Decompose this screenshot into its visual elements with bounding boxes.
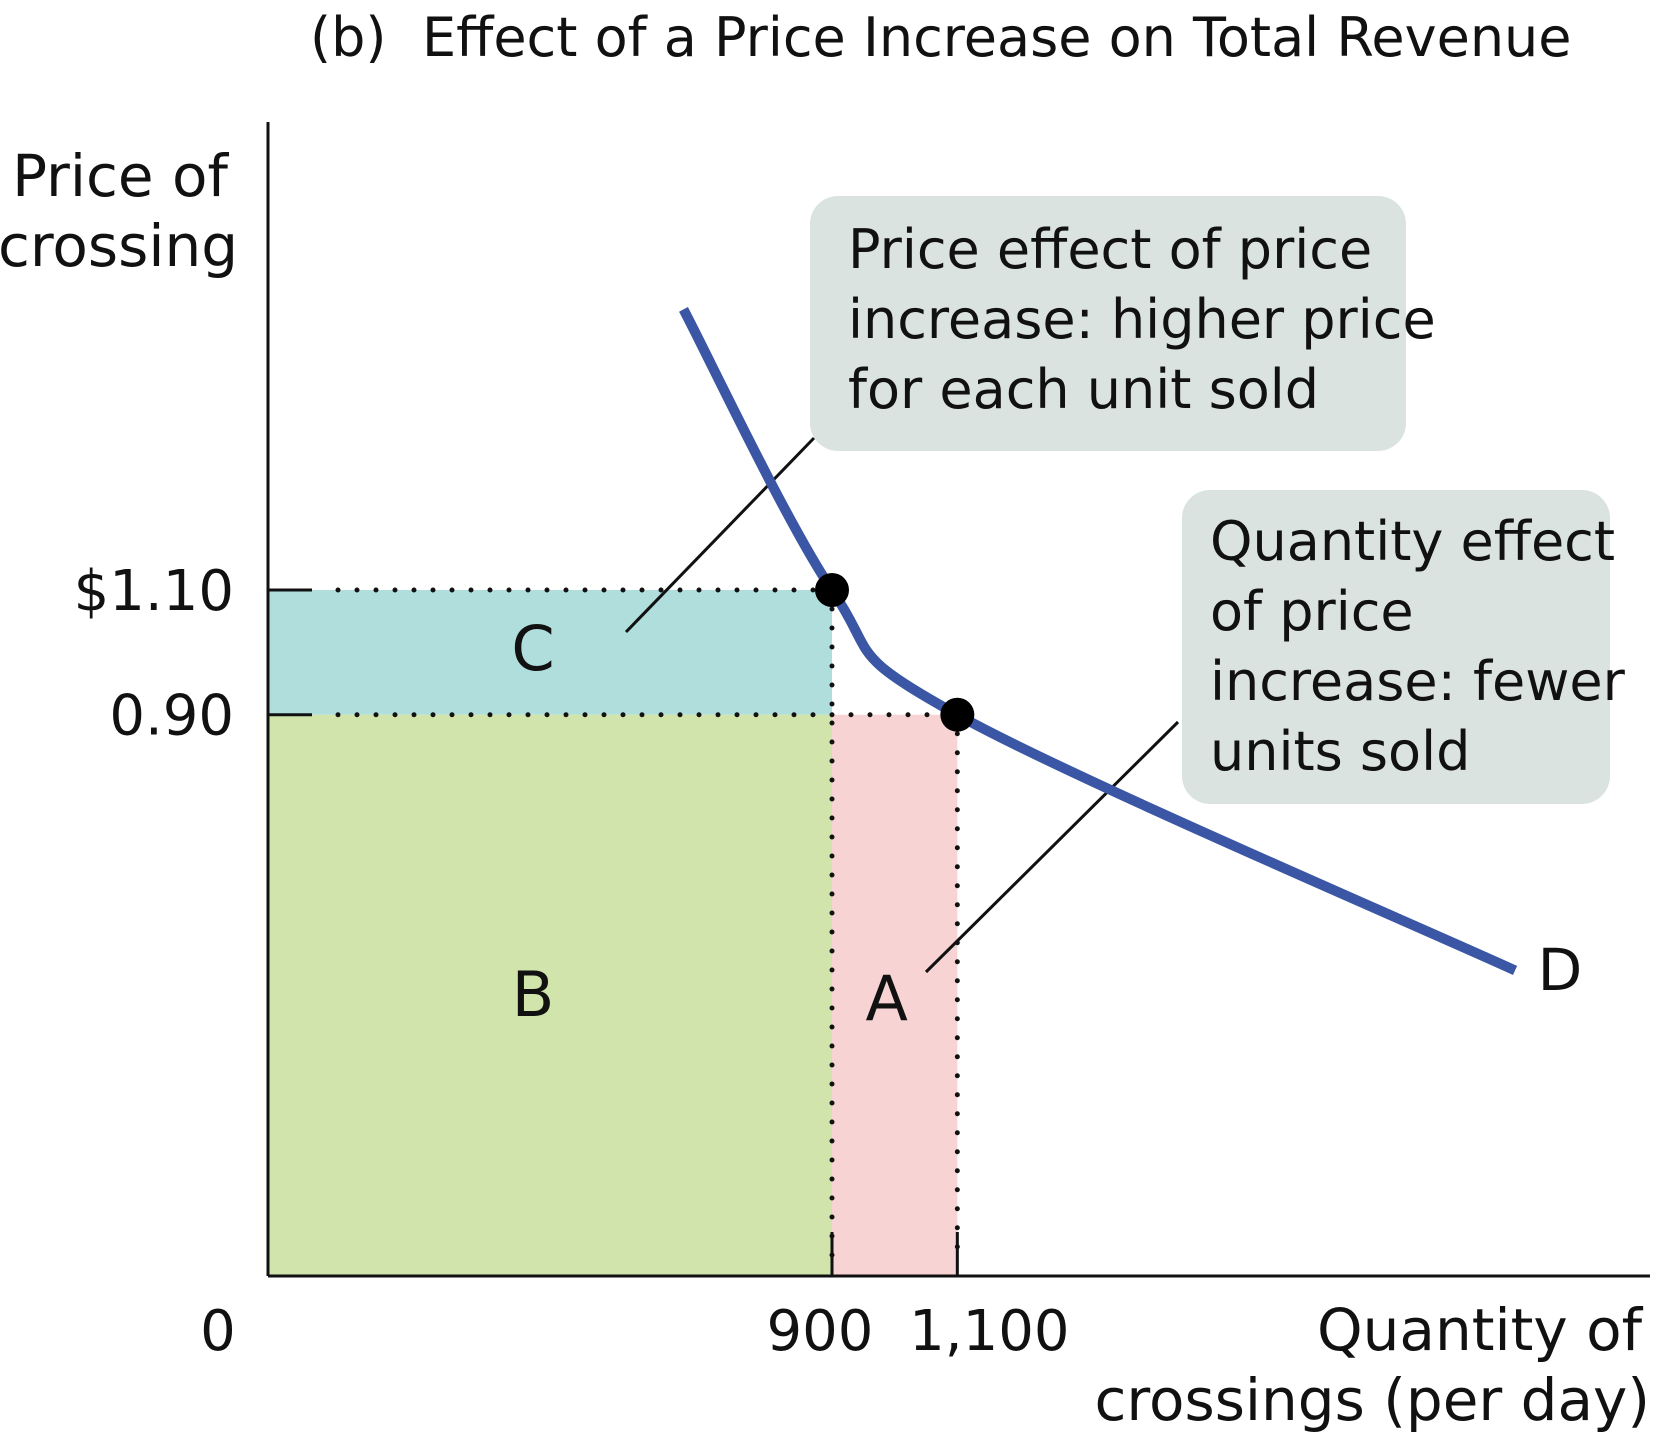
region-a (832, 714, 958, 1276)
point-1 (815, 573, 849, 607)
x-tick-label-1: 900 (767, 1299, 874, 1364)
callout-a-line-4: units sold (1210, 720, 1470, 783)
region-c-label: C (511, 612, 554, 685)
region-b-label: B (512, 958, 555, 1031)
callout-a-line-3: increase: fewer (1210, 650, 1626, 713)
y-axis-label-line1: Price of (12, 142, 229, 210)
callout-c-line-1: Price effect of price (848, 218, 1372, 281)
callout-c-line-3: for each unit sold (848, 358, 1319, 421)
axis-ticks: $1.10 0.90 900 1,100 (74, 559, 1070, 1364)
y-axis-label-line2: crossing (0, 212, 238, 280)
callout-leader-a (924, 720, 1180, 974)
callout-a-line-1: Quantity effect (1210, 510, 1615, 573)
x-axis-label-line1: Quantity of (1317, 1296, 1644, 1364)
callouts: Price effect of price increase: higher pr… (624, 196, 1626, 974)
x-tick-label-2: 1,100 (909, 1299, 1069, 1364)
guide-lines (335, 587, 960, 1259)
revenue-regions: C B A (268, 590, 958, 1276)
region-b (268, 714, 832, 1276)
x-axis-label-line2: crossings (per day) (1095, 1366, 1650, 1434)
callout-c-line-2: increase: higher price (848, 288, 1436, 351)
origin-label: 0 (200, 1299, 236, 1364)
y-tick-label-1: $1.10 (74, 559, 234, 624)
point-2 (940, 697, 975, 732)
callout-box-c (810, 196, 1406, 451)
demand-curve (679, 307, 1518, 975)
region-c (268, 590, 832, 715)
callout-a-line-2: of price (1210, 580, 1414, 643)
region-a-label: A (865, 962, 907, 1035)
price-quantity-points (815, 573, 975, 732)
chart-title-prefix: (b) (310, 6, 386, 69)
callout-leader-c (624, 436, 816, 634)
callout-box-a (1182, 490, 1610, 804)
demand-curve-label: D (1538, 936, 1583, 1004)
y-tick-label-2: 0.90 (109, 684, 234, 749)
chart-title: Effect of a Price Increase on Total Reve… (422, 6, 1572, 69)
